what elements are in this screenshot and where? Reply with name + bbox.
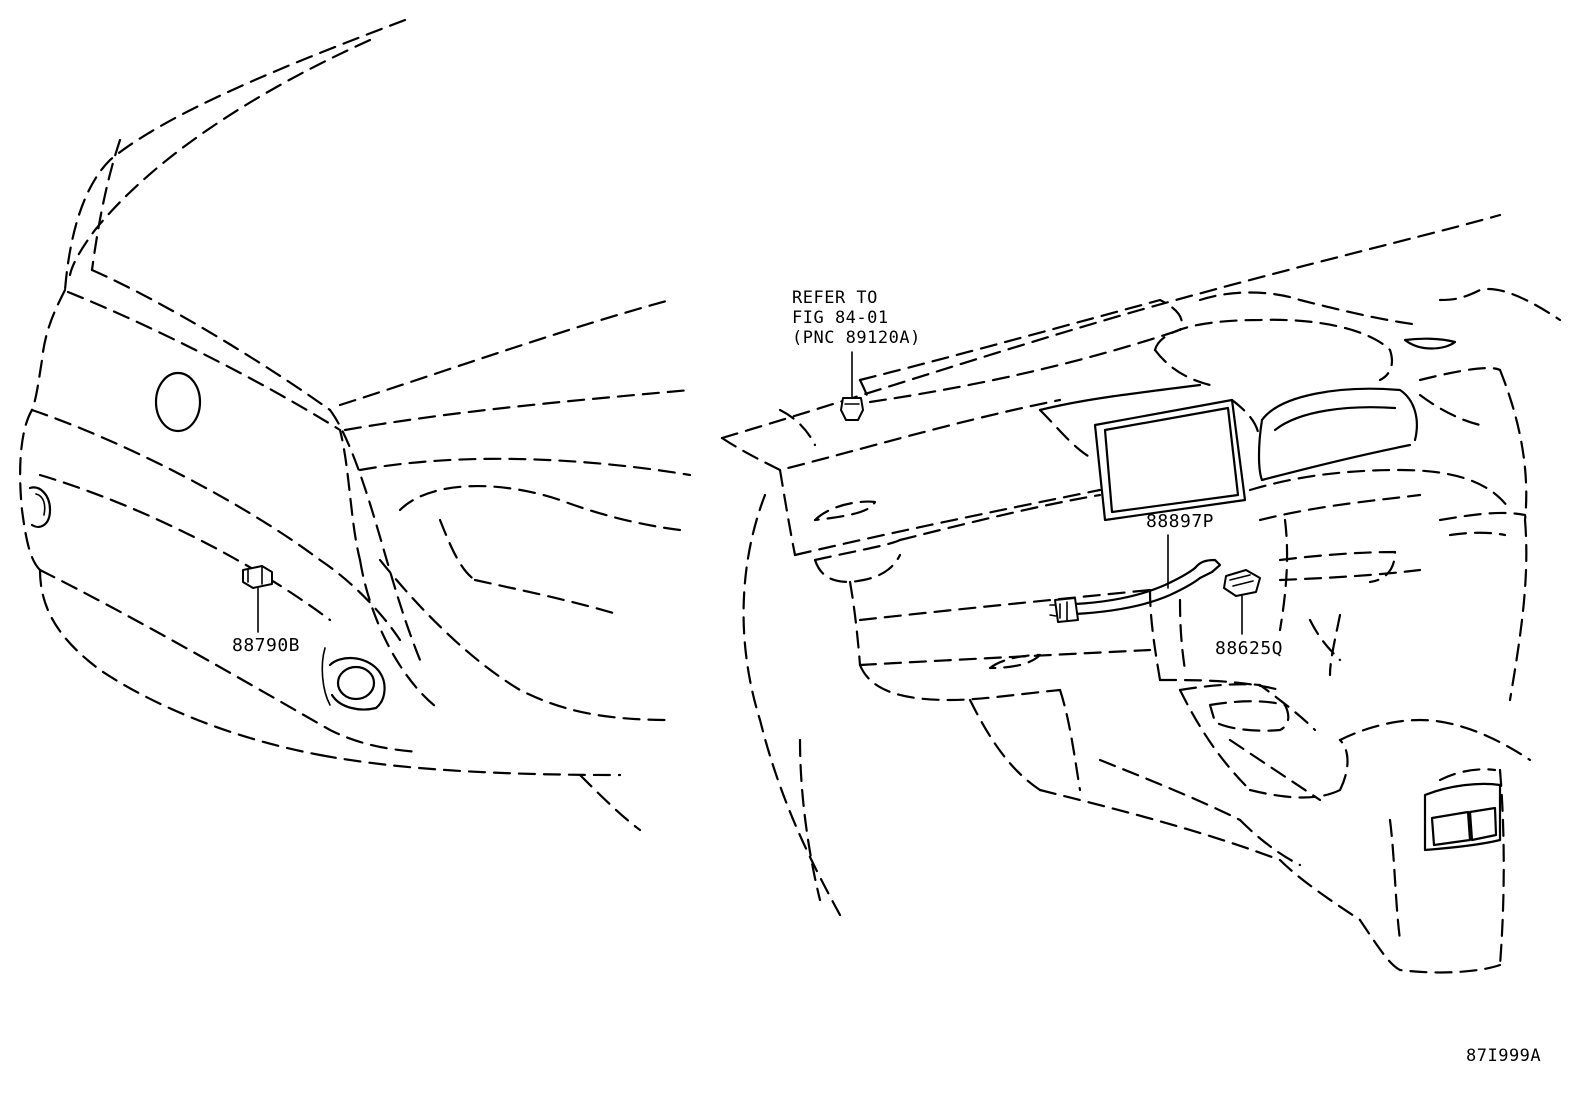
dashboard-view — [720, 213, 1562, 974]
part-label-88897p[interactable]: 88897P — [1146, 511, 1215, 532]
display-screen — [1038, 383, 1260, 522]
part-label-88625q[interactable]: 88625Q — [1215, 638, 1284, 659]
illustration-code: 87I999A — [1466, 1046, 1542, 1066]
sensor-clip-89120a-icon — [840, 351, 864, 421]
reference-note: REFER TO FIG 84-01 (PNC 89120A) — [792, 288, 921, 348]
connector-88625q-icon[interactable] — [1223, 569, 1261, 635]
reference-note-line3: (PNC 89120A) — [792, 328, 921, 348]
part-label-88790b[interactable]: 88790B — [232, 635, 301, 656]
emblem-icon — [154, 371, 202, 433]
cable-88897p-icon[interactable] — [1049, 534, 1222, 623]
reference-note-line2: FIG 84-01 — [792, 308, 889, 328]
rear-vent — [1423, 768, 1502, 852]
front-sensor-88790b-icon[interactable] — [242, 565, 273, 633]
reference-note-line1: REFER TO — [792, 288, 878, 308]
front-bumper-view — [19, 18, 692, 832]
